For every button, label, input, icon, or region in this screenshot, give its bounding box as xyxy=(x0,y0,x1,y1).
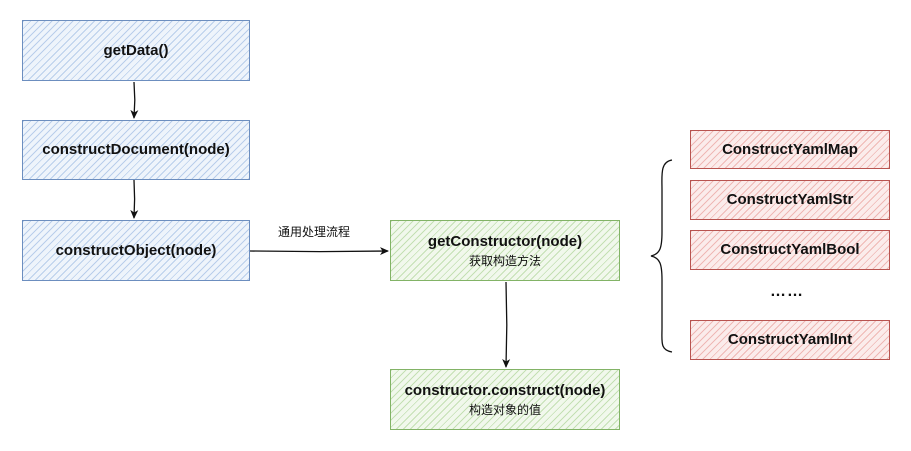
construct-document-label: constructDocument(node) xyxy=(42,141,230,158)
edge-label-generic-flow: 通用处理流程 xyxy=(278,225,351,239)
get-constructor-node[interactable]: getConstructor(node) 获取构造方法 xyxy=(390,220,620,281)
get-data-node[interactable]: getData() xyxy=(22,20,250,81)
arrow-constructobject-to-getconstructor xyxy=(249,247,389,256)
construct-object-label: constructObject(node) xyxy=(55,241,217,259)
construct-yaml-int-node[interactable]: ConstructYamlInt xyxy=(690,320,890,360)
get-constructor-subtitle: 获取构造方法 xyxy=(468,253,541,268)
construct-yaml-str-node[interactable]: ConstructYamlStr xyxy=(690,180,890,220)
arrow-getconstructor-to-constructorconstruct xyxy=(502,281,511,368)
construct-yaml-map-label: ConstructYamlMap xyxy=(722,140,858,158)
construct-object-node[interactable]: constructObject(node) xyxy=(22,220,250,281)
construct-yaml-map-node[interactable]: ConstructYamlMap xyxy=(690,130,890,169)
curly-brace xyxy=(650,159,673,353)
arrow-getdata-to-constructdocument xyxy=(130,81,139,119)
more-constructors-ellipsis: …… xyxy=(770,283,804,300)
constructor-construct-subtitle: 构造对象的值 xyxy=(468,402,541,417)
constructor-construct-node[interactable]: constructor.construct(node) 构造对象的值 xyxy=(390,369,620,430)
get-constructor-label: getConstructor(node) xyxy=(427,232,583,250)
construct-yaml-bool-node[interactable]: ConstructYamlBool xyxy=(690,230,890,270)
arrow-constructdocument-to-constructobject xyxy=(130,179,139,219)
get-data-label: getData() xyxy=(103,41,169,59)
construct-document-node[interactable]: constructDocument(node) xyxy=(22,120,250,180)
constructor-construct-label: constructor.construct(node) xyxy=(404,381,606,399)
construct-yaml-str-label: ConstructYamlStr xyxy=(726,191,854,208)
construct-yaml-int-label: ConstructYamlInt xyxy=(727,331,853,348)
construct-yaml-bool-label: ConstructYamlBool xyxy=(720,241,860,258)
